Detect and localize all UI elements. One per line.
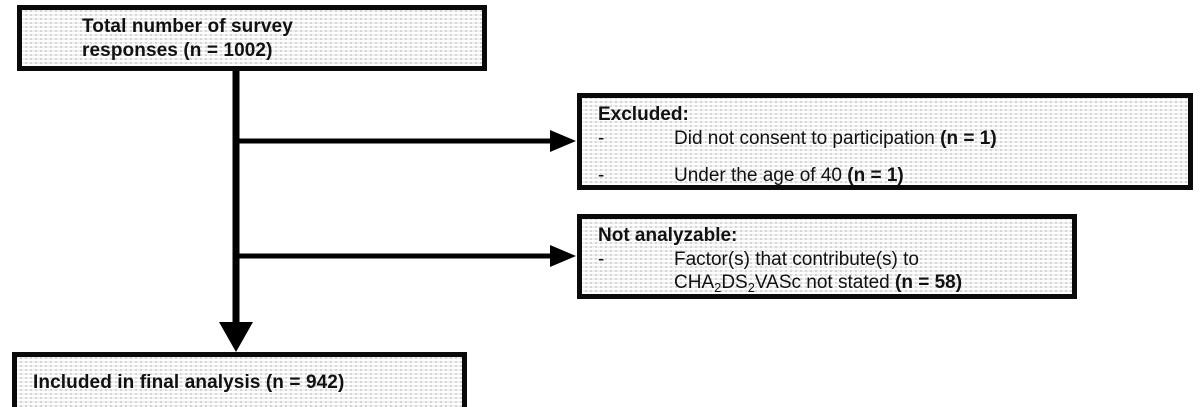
arrowhead-not-analyzable (550, 245, 576, 267)
included-final-box: Included in final analysis (n = 942) (12, 352, 467, 407)
not-analyzable-bullet-1-count: (n = 58) (895, 272, 963, 293)
cha2ds2vasc-subscript-1: 2 (714, 279, 722, 295)
arrowhead-included (219, 322, 253, 352)
excluded-bullet-1-count: (n = 1) (940, 128, 997, 149)
bullet-dash-icon: - (598, 128, 605, 149)
included-final-label: Included in final analysis (n = 942) (33, 372, 345, 393)
included-final-content: Included in final analysis (n = 942) (17, 357, 462, 400)
not-analyzable-heading: Not analyzable: (598, 225, 738, 246)
excluded-bullet-2-count: (n = 1) (847, 165, 904, 186)
cha2ds2vasc-subscript-2: 2 (747, 279, 755, 295)
excluded-box: Excluded: - Did not consent to participa… (577, 93, 1193, 190)
arrowhead-excluded (550, 130, 576, 152)
not-analyzable-content: Not analyzable: - Factor(s) that contrib… (582, 219, 1072, 299)
bullet-spacer (598, 150, 1180, 164)
excluded-bullet-2: - Under the age of 40 (n = 1) (598, 164, 1180, 187)
excluded-bullet-2-text: Under the age of 40 (n = 1) (674, 165, 904, 186)
excluded-heading: Excluded: (598, 104, 689, 125)
bullet-dash-icon: - (598, 165, 605, 186)
bullet-dash-icon: - (598, 249, 605, 270)
not-analyzable-box: Not analyzable: - Factor(s) that contrib… (577, 214, 1077, 299)
excluded-bullet-1-text: Did not consent to participation (n = 1) (674, 128, 997, 149)
excluded-content: Excluded: - Did not consent to participa… (582, 98, 1188, 192)
excluded-bullet-1: - Did not consent to participation (n = … (598, 127, 1180, 150)
